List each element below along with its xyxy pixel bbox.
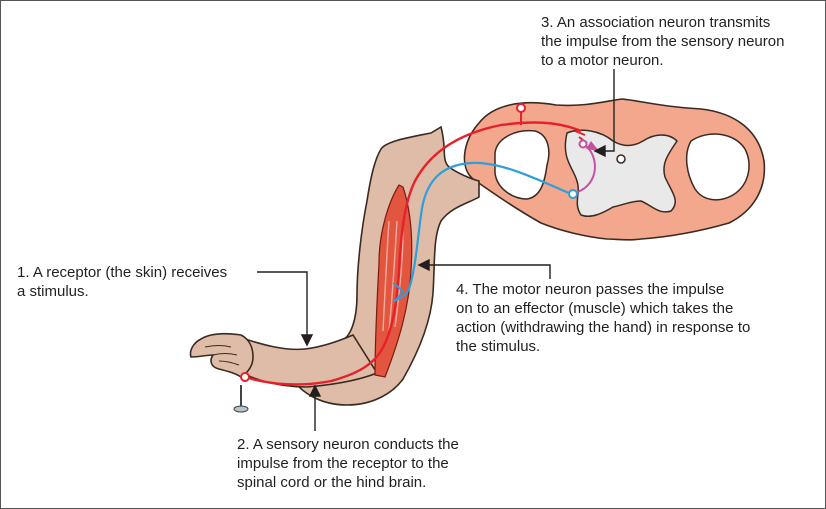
step-2-line: impulse from the receptor to the (237, 455, 449, 472)
human-arm (189, 125, 480, 406)
leader-line-step-4 (425, 264, 551, 279)
association-neuron-body (578, 139, 588, 149)
step-3-line: 3. An association neuron transmits (541, 14, 771, 31)
spinal-cord-cross-section (463, 98, 766, 241)
spinal-cord-grey-matter (564, 129, 678, 218)
step-2-line: spinal cord or the hind brain. (237, 474, 427, 491)
step-3-label: 3. An association neuron transmits the i… (541, 13, 784, 70)
motor-neuron-path (392, 161, 572, 303)
leader-arrowhead-step-1 (300, 334, 314, 347)
step-4-line: on to an effector (muscle) which takes t… (456, 300, 734, 317)
motor-neuron-body (568, 189, 578, 199)
step-1-line: 1. A receptor (the skin) receives (17, 264, 228, 281)
step-4-line: action (withdrawing the hand) in respons… (456, 319, 751, 336)
muscle-fibres (382, 220, 404, 332)
receptor-ending (240, 372, 250, 382)
step-4-label: 4. The motor neuron passes the impulse o… (456, 280, 750, 356)
leader-line-step-1 (257, 271, 308, 341)
hand (189, 333, 254, 378)
leader-arrowhead-step-2 (308, 384, 322, 397)
central-canal (616, 154, 626, 164)
pin-icon (233, 385, 249, 413)
step-2-line: 2. A sensory neuron conducts the (237, 436, 459, 453)
step-3-line: to a motor neuron. (541, 52, 664, 69)
association-neuron (574, 144, 596, 194)
leader-lines (257, 69, 615, 431)
left-cavity (494, 129, 550, 200)
step-4-line: the stimulus. (456, 338, 541, 355)
step-2-label: 2. A sensory neuron conducts the impulse… (237, 435, 459, 492)
step-1-label: 1. A receptor (the skin) receives a stim… (17, 263, 227, 301)
right-cavity (685, 133, 750, 201)
motor-end-plate (392, 282, 404, 302)
leader-arrowhead-step-3 (593, 144, 606, 158)
leader-arrowhead-step-4 (417, 258, 430, 272)
sensory-ganglion (516, 103, 526, 113)
association-arrowhead (586, 141, 599, 151)
sensory-neuron-path (244, 121, 582, 386)
step-4-line: 4. The motor neuron passes the impulse (456, 281, 725, 298)
finger-lines (204, 345, 240, 366)
neurons (240, 103, 599, 386)
forearm (237, 333, 379, 388)
step-1-line: a stimulus. (17, 283, 89, 300)
step-3-line: the impulse from the sensory neuron (541, 33, 785, 50)
